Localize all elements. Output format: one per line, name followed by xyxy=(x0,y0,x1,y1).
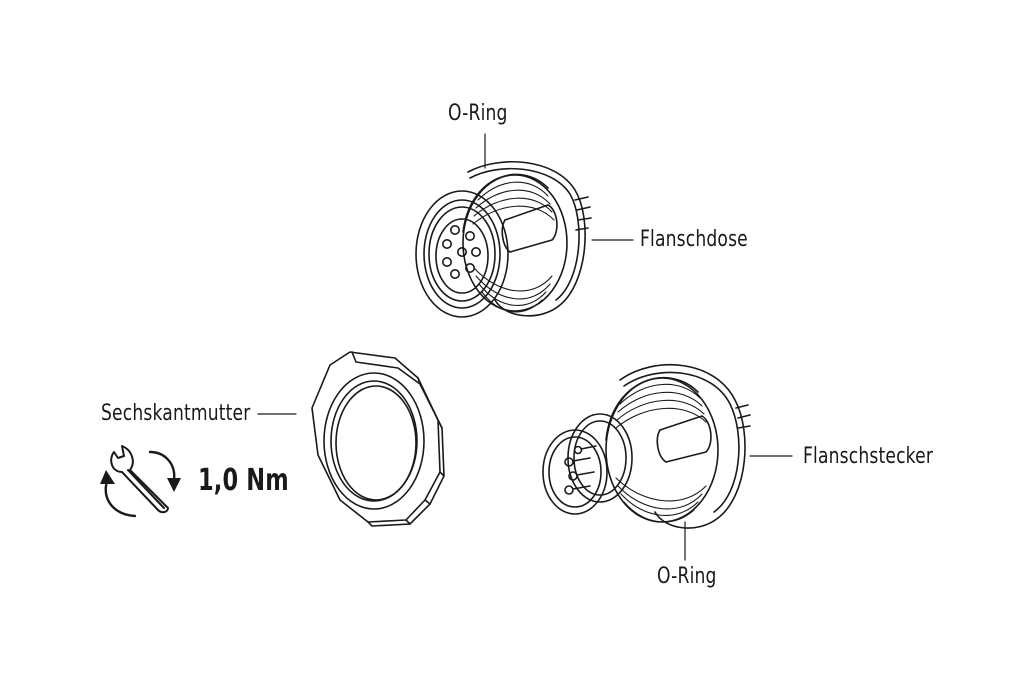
sechskantmutter-drawing xyxy=(257,351,445,527)
flanschdose-drawing xyxy=(415,133,634,318)
flanschstecker-label: Flanschstecker xyxy=(803,444,934,469)
wrench-torque-icon xyxy=(100,445,181,518)
flanschdose-label: Flanschdose xyxy=(640,227,748,252)
torque-label: 1,0 Nm xyxy=(198,463,289,498)
sechskantmutter-label: Sechskantmutter xyxy=(101,401,251,426)
o-ring-bottom-label: O-Ring xyxy=(657,564,717,589)
o-ring-top-label: O-Ring xyxy=(448,101,508,126)
flanschstecker-drawing xyxy=(542,363,793,561)
